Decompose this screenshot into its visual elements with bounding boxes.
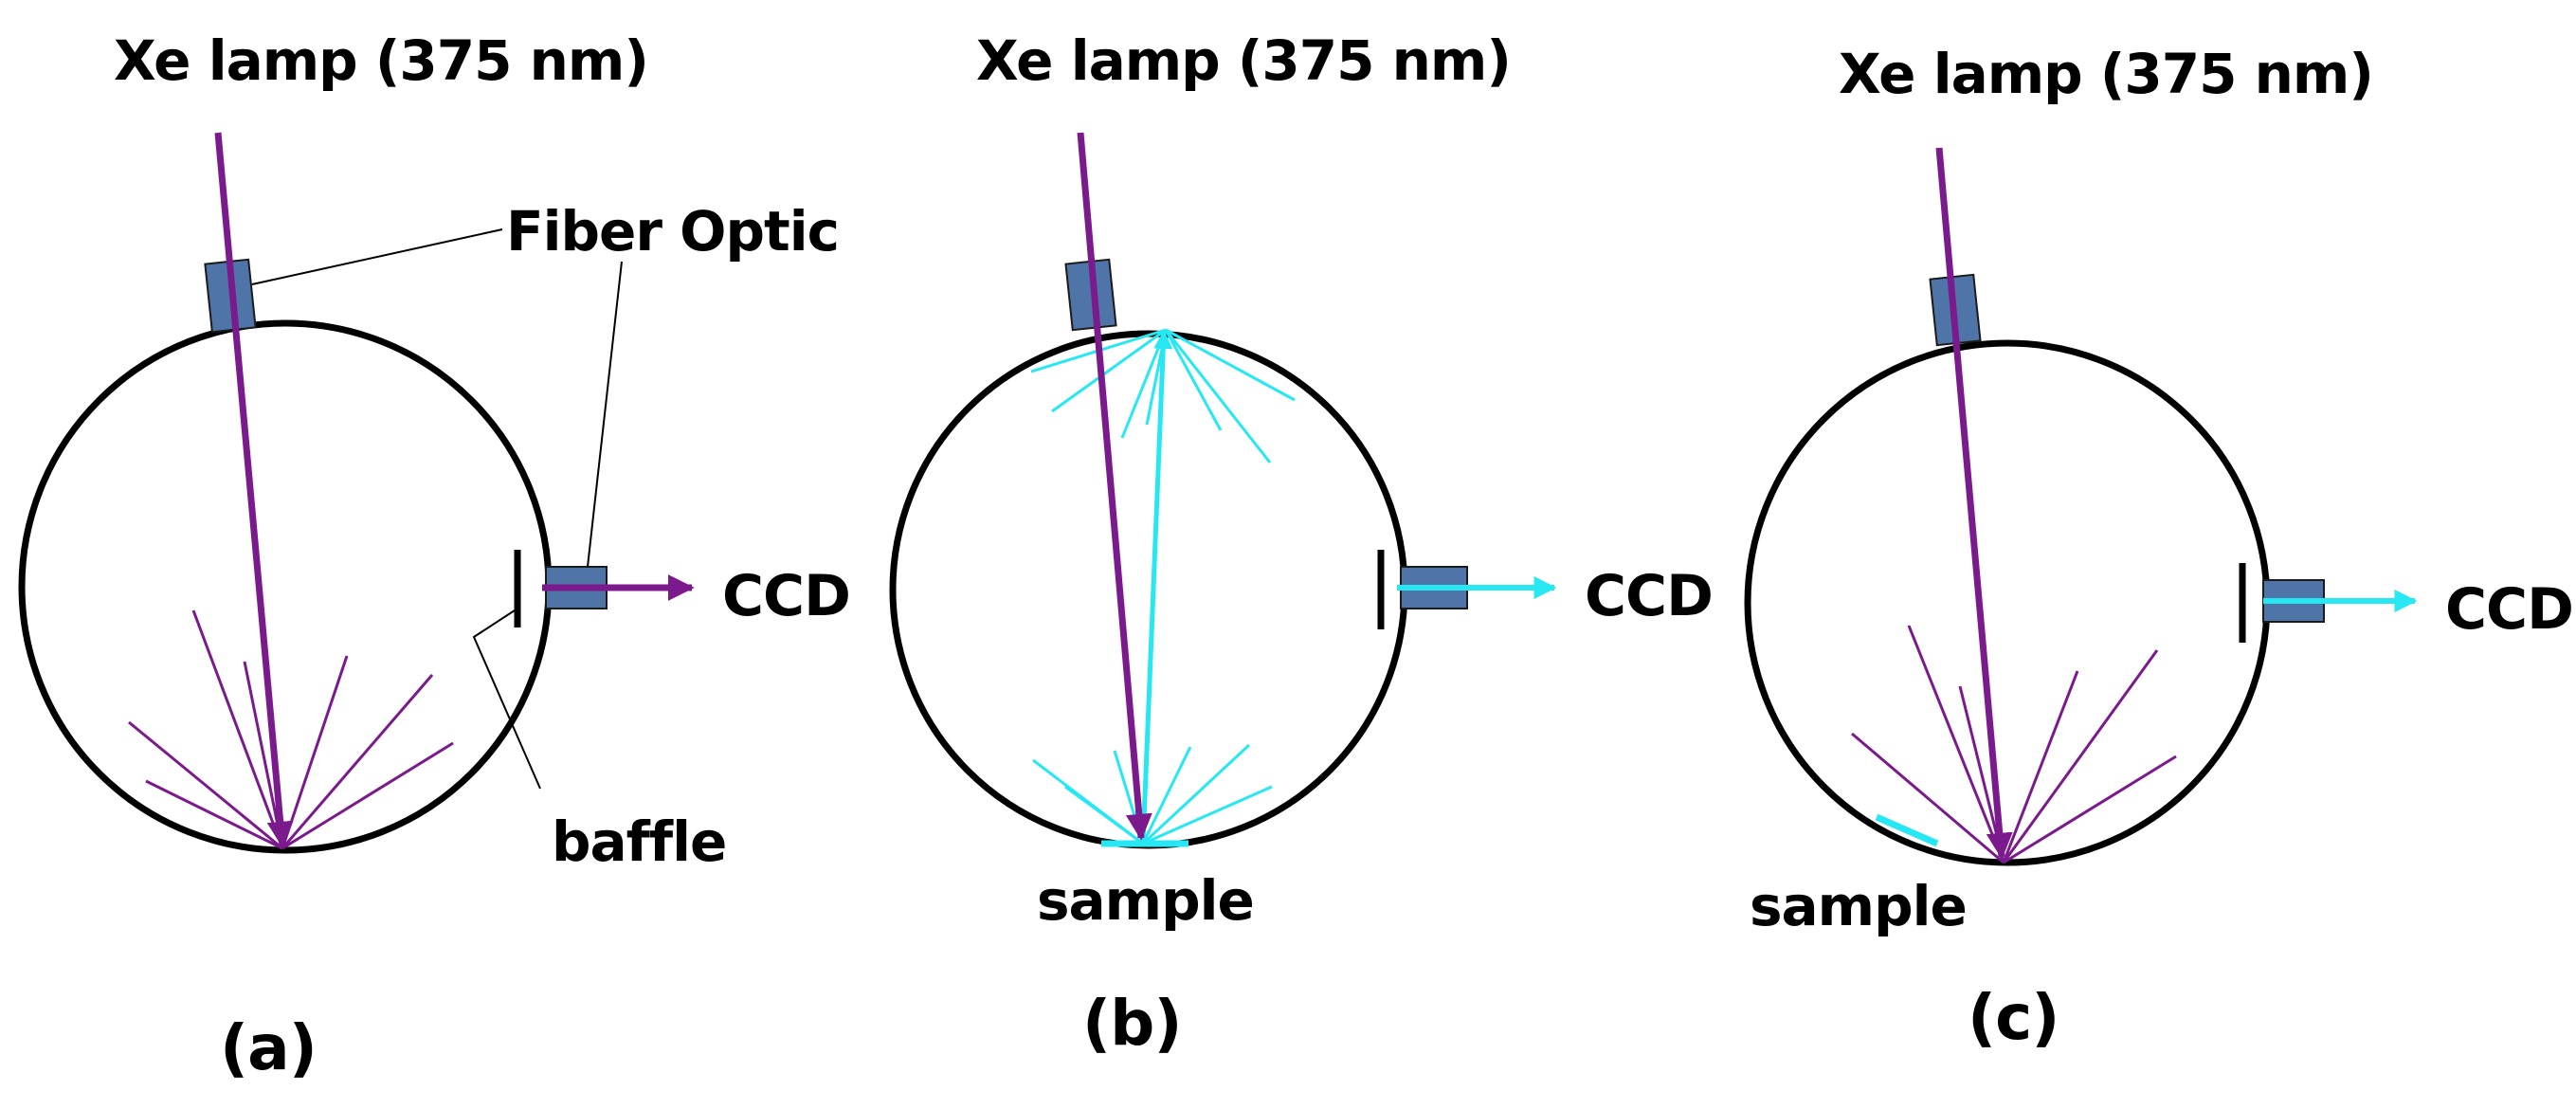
lamp-label: Xe lamp (375 nm) — [114, 28, 648, 93]
integrating-sphere — [1744, 339, 2271, 866]
fiber-optic-label: Fiber Optic — [506, 199, 839, 264]
sample — [1875, 813, 1939, 847]
panel-label: (c) — [1968, 981, 2059, 1054]
ccd-label: CCD — [1585, 563, 1713, 629]
excitation-beam — [1077, 132, 1152, 841]
emission-beam — [1140, 330, 1173, 845]
fiber-callout-line-2 — [587, 261, 623, 568]
diffuse-reflection-rays — [128, 609, 454, 850]
fiber-callout-line-1 — [251, 228, 503, 285]
excitation-beam — [1935, 147, 2013, 860]
baffle-label: baffle — [552, 809, 726, 874]
ccd-label: CCD — [2445, 576, 2573, 643]
lamp-label: Xe lamp (375 nm) — [1839, 42, 2373, 106]
sample-emission-rays — [1032, 743, 1273, 845]
panel-b: Xe lamp (375 nm) — [889, 28, 1714, 1060]
lamp-label: Xe lamp (375 nm) — [976, 28, 1511, 93]
panel-label: (b) — [1082, 987, 1182, 1060]
panel-a: Xe lamp (375 nm) Fiber Optic baffle CCD — [18, 28, 851, 1084]
ccd-label: CCD — [722, 563, 850, 629]
diffuse-reflection-rays — [1851, 625, 2177, 864]
sample-label: sample — [1037, 868, 1254, 933]
panel-label: (a) — [220, 1011, 317, 1084]
panel-c: Xe lamp (375 nm) CCD sample (c) — [1744, 42, 2574, 1054]
integrating-sphere — [18, 319, 553, 854]
sample-label: sample — [1750, 874, 1967, 938]
baffle-callout-line — [472, 608, 541, 790]
excitation-beam — [214, 132, 294, 848]
